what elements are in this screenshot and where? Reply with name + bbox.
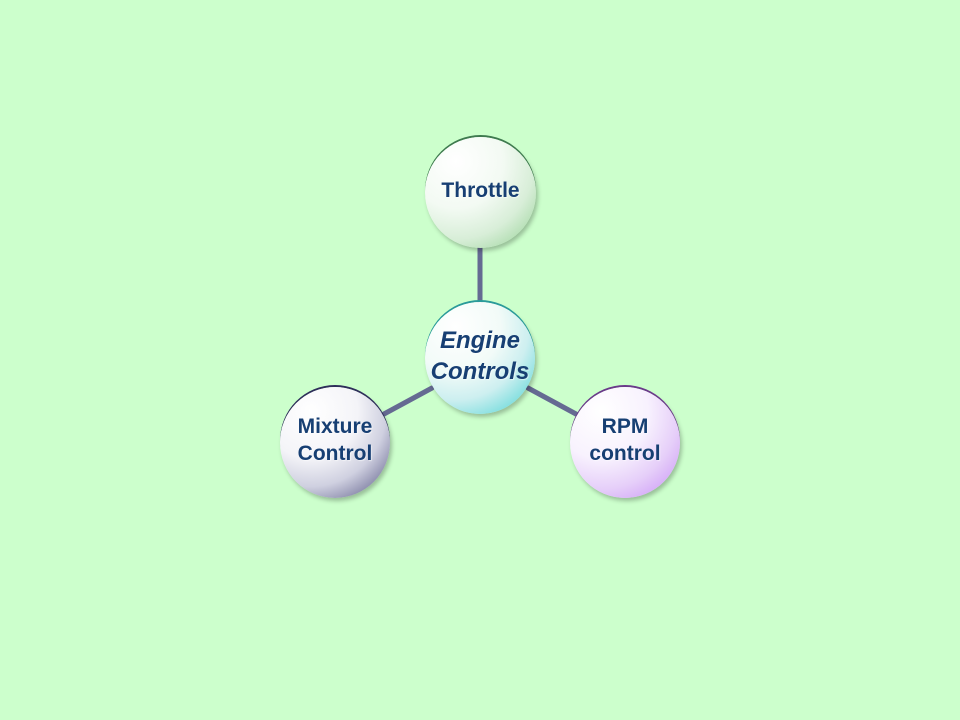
connector-center-mixture [381,385,435,417]
connector-center-rpm [525,385,579,417]
node-rpm-control-label: RPM control [589,415,661,465]
center-node-engine-controls: Engine Controls [425,302,535,414]
node-throttle: Throttle [425,137,536,248]
center-node-label: Engine Controls [430,326,530,385]
node-mixture-control-label: Mixture Control [297,415,373,465]
node-rpm-control: RPM control [570,387,680,498]
node-mixture-control: Mixture Control [280,387,390,498]
node-throttle-label: Throttle [441,178,520,202]
